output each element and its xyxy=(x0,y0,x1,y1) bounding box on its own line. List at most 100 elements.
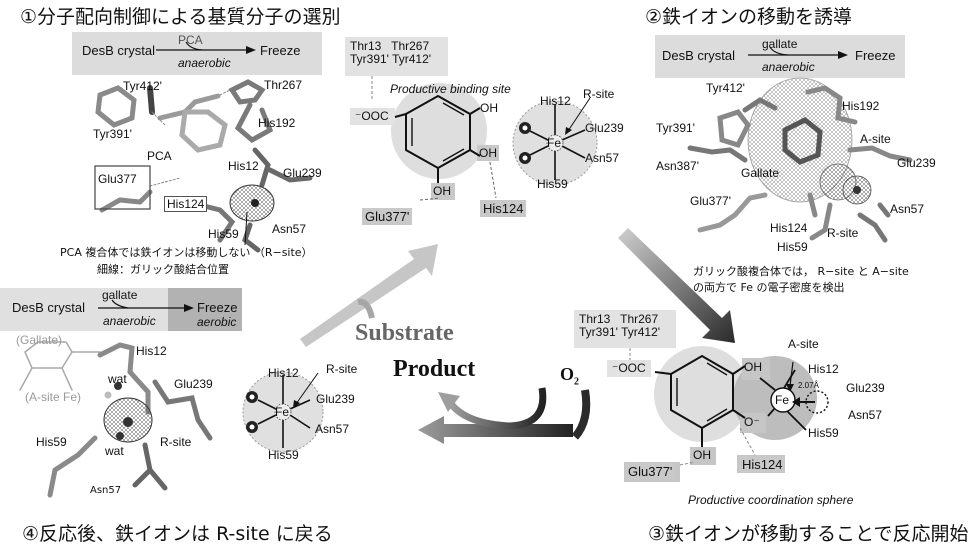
p2-label-tyr391: Tyr391' xyxy=(656,121,695,135)
p2-label-asn387: Asn387' xyxy=(656,159,699,173)
p1-label-pca: PCA xyxy=(147,149,172,163)
center-fe-asn57: Asn57 xyxy=(585,151,620,165)
p2-label-asn57: Asn57 xyxy=(890,202,925,216)
p2-label-his192: His192 xyxy=(842,99,880,113)
p3-distance: 2.07Å xyxy=(798,381,819,390)
p4-label-gallate: (Gallate) xyxy=(16,333,63,347)
p3-residue-box: Thr13 Thr267 Tyr391' Tyr412' xyxy=(579,312,661,340)
p1-label-his124: His124 xyxy=(164,196,208,212)
substrate-arrow xyxy=(300,244,438,347)
p4-structure xyxy=(19,341,213,498)
p4-label-rsite: R-site xyxy=(160,435,192,449)
center-fe-glu239: Glu239 xyxy=(585,121,624,135)
p1-label-tyr412: Tyr412' xyxy=(123,79,162,93)
p3-o-minus: O⁻ xyxy=(744,415,760,429)
center-cooh: ⁻OOC xyxy=(355,109,389,123)
center-residue-line1: Thr13 Thr267 xyxy=(350,39,430,53)
o2-label: O2 xyxy=(560,364,579,388)
p4-label-asn57: Asn57 xyxy=(90,485,122,496)
p2-end: Freeze xyxy=(855,48,896,63)
p3-fe: Fe xyxy=(775,393,790,407)
p3-cooh: ⁻OOC xyxy=(612,361,646,375)
p3-oh-top: OH xyxy=(744,360,762,374)
p3-residue-line1: Thr13 Thr267 xyxy=(579,312,659,326)
p3-residue-line2: Tyr391' Tyr412' xyxy=(579,325,661,340)
p1-label-glu377: Glu377 xyxy=(98,172,137,186)
product-arrow xyxy=(418,387,573,444)
p1-label-his12: His12 xyxy=(228,159,259,173)
panel1-title: ①分子配向制御による基質分子の選別 xyxy=(20,6,341,28)
p4-label-wat-top: wat xyxy=(108,372,127,386)
o2-subscript: 2 xyxy=(574,376,580,388)
panel4-title: ④反応後、鉄イオンは R-site に戻る xyxy=(22,523,333,545)
substrate-label: Substrate xyxy=(355,320,454,346)
diagram-graphics xyxy=(0,32,913,498)
p1-label-his192: His192 xyxy=(258,116,296,130)
center-fe-his12: His12 xyxy=(540,94,571,108)
p2-start: DesB crystal xyxy=(662,48,735,63)
center-gallate-ring xyxy=(394,94,481,183)
p4-label-his12: His12 xyxy=(136,344,167,358)
p1-reagent: PCA xyxy=(178,33,203,47)
center-glu377: Glu377' xyxy=(362,208,413,225)
p2-label-gallate: Gallate xyxy=(741,166,780,180)
center-fe-label: Fe xyxy=(547,136,562,150)
p2-condition: anaerobic xyxy=(762,60,815,74)
p1-start: DesB crystal xyxy=(82,43,155,58)
center-oh3: OH xyxy=(433,184,451,198)
cycle-fe-label: Fe xyxy=(275,405,290,419)
p3-caption: Productive coordination sphere xyxy=(688,493,854,507)
p4-label-asite-fe: (A-site Fe) xyxy=(25,390,82,404)
p1-glu377-frame xyxy=(94,165,151,210)
p3-asite: A-site xyxy=(788,337,819,351)
panel3-title: ③鉄イオンが移動することで反応開始 xyxy=(648,523,968,545)
p4-condition: anaerobic xyxy=(103,314,156,328)
p1-label-thr267: Thr267 xyxy=(264,78,303,92)
p2-label-tyr412: Tyr412' xyxy=(706,81,745,95)
arrow-to-p3 xyxy=(618,228,735,343)
cycle-fe-rsite: R-site xyxy=(326,362,358,376)
p3-gallate-ring xyxy=(654,354,746,447)
cycle-fe-his12: His12 xyxy=(268,366,299,380)
p4-reagent: gallate xyxy=(102,288,138,302)
o2-symbol: O xyxy=(560,364,575,384)
p1-label-his59: His59 xyxy=(208,227,239,241)
cycle-fe-glu239: Glu239 xyxy=(316,392,355,406)
p3-his59: His59 xyxy=(808,426,839,440)
cycle-fe-his59: His59 xyxy=(268,448,299,462)
center-oh1: OH xyxy=(480,101,498,115)
p4-label-wat-bottom: wat xyxy=(105,444,124,458)
p4-label-his59: His59 xyxy=(36,435,67,449)
cycle-fe-asn57: Asn57 xyxy=(315,422,350,436)
center-residue-box: Thr13 Thr267 Tyr391' Tyr412' xyxy=(350,39,432,67)
center-fe-rsite: R-site xyxy=(583,87,615,101)
p3-his12: His12 xyxy=(808,362,839,376)
p3-his124: His124 xyxy=(739,456,786,473)
p3-oh-bottom: OH xyxy=(693,448,711,462)
center-his124: His124 xyxy=(480,200,527,217)
p4-start: DesB crystal xyxy=(12,300,85,315)
p4-end-condition: aerobic xyxy=(197,315,237,329)
p4-label-glu239: Glu239 xyxy=(174,377,213,391)
p2-label-asite: A-site xyxy=(860,132,891,146)
p4-end: Freeze xyxy=(197,300,238,315)
p1-condition: anaerobic xyxy=(178,56,231,70)
p2-label-his59: His59 xyxy=(777,240,808,254)
p1-label-asn57: Asn57 xyxy=(272,222,307,236)
p3-glu377: Glu377' xyxy=(625,463,676,480)
p2-label-his124: His124 xyxy=(770,221,808,235)
p2-note-line2: の両方で Fe の電子密度を検出 xyxy=(693,281,845,294)
p1-note-line1: PCA 複合体では鉄イオンは移動しない （R−site） xyxy=(60,246,313,259)
p2-note-line1: ガリック酸複合体では， R−site と A−site xyxy=(693,265,909,278)
center-residue-line2: Tyr391' Tyr412' xyxy=(350,52,432,67)
p1-note-line2: 細線：ガリック酸結合位置 xyxy=(97,263,229,276)
p3-glu239: Glu239 xyxy=(846,381,885,395)
p1-end: Freeze xyxy=(260,43,301,58)
center-fe-his59: His59 xyxy=(537,177,568,191)
product-label: Product xyxy=(393,356,476,382)
p2-reagent: gallate xyxy=(762,37,798,51)
center-binding-caption: Productive binding site xyxy=(390,82,511,96)
p1-condition-box xyxy=(72,32,322,75)
p3-asn57: Asn57 xyxy=(848,408,883,422)
p2-label-rsite: R-site xyxy=(827,226,859,240)
